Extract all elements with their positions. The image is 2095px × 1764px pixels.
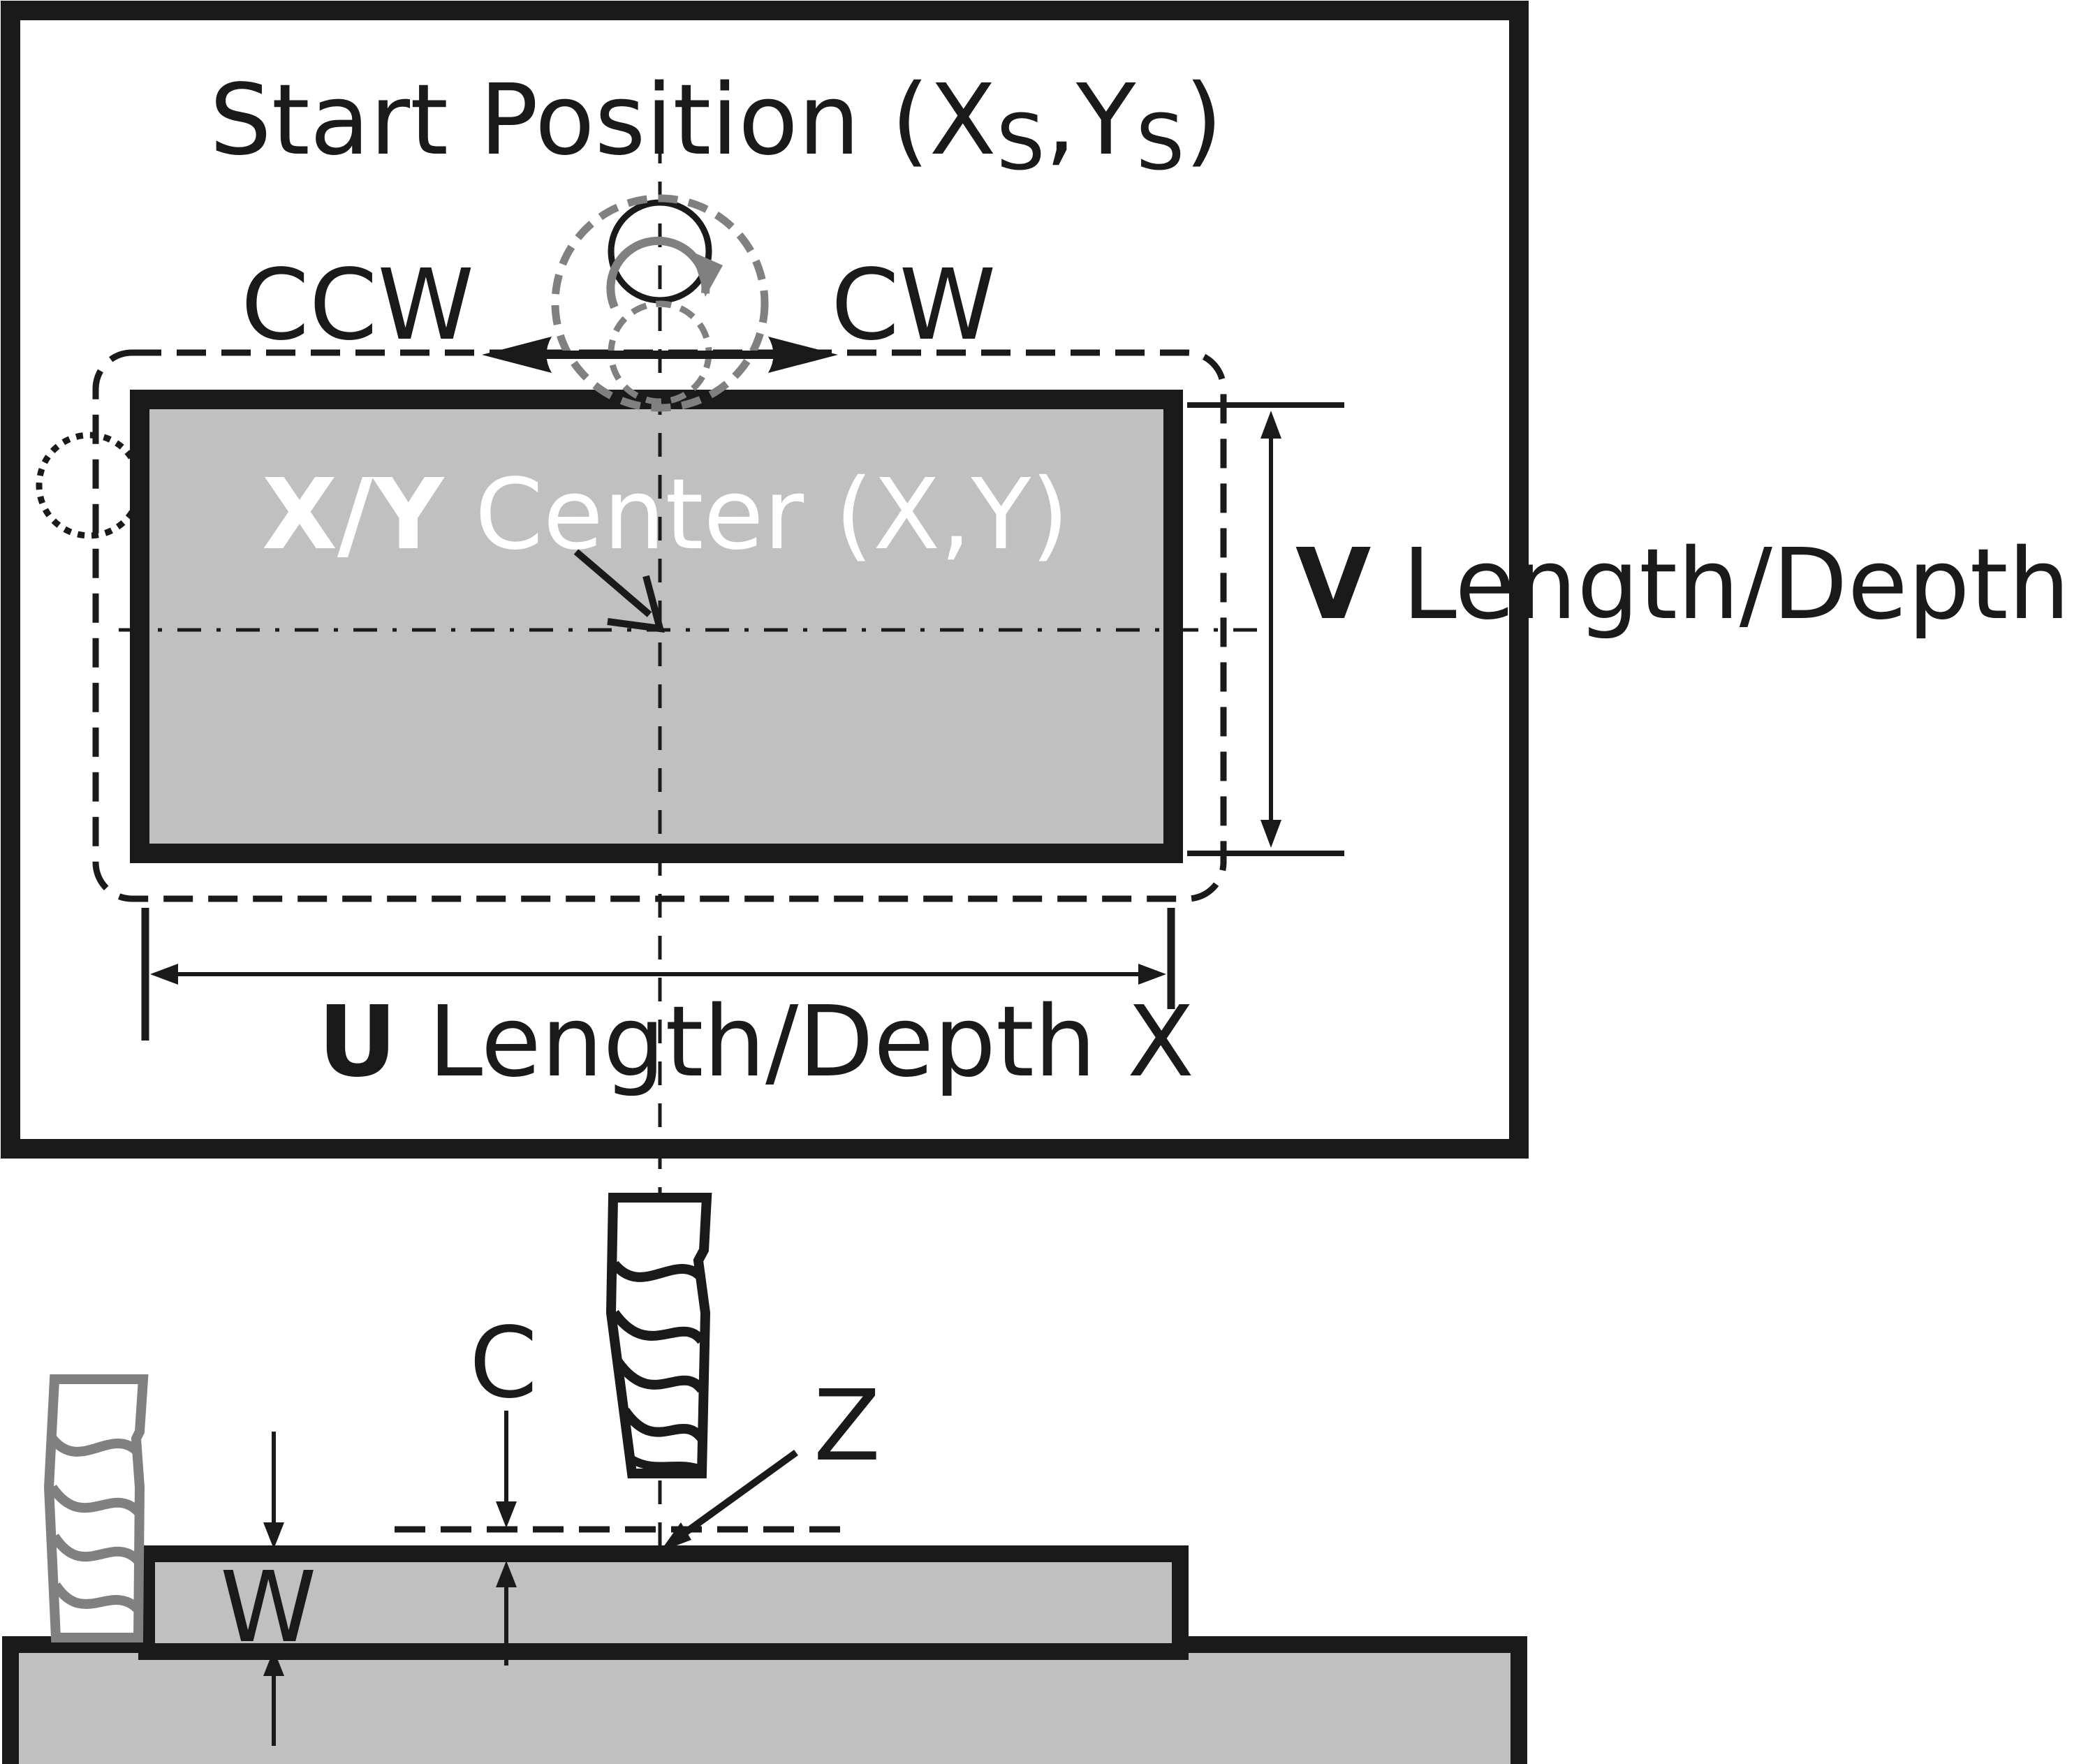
start-tool-ghost-circle <box>551 194 769 412</box>
start-tool-circle <box>608 199 712 304</box>
u-length-label: U Length/Depth X <box>318 985 1194 1099</box>
z-label: Z <box>814 1369 881 1483</box>
cw-arrow <box>660 337 838 373</box>
w-label: W <box>220 1551 316 1665</box>
c-label: C <box>469 1307 538 1420</box>
end-mill-icon <box>605 1193 712 1478</box>
ccw-arrow <box>482 337 660 373</box>
v-dimension <box>1187 402 1344 856</box>
c-dimension <box>496 1411 517 1666</box>
w-dimension <box>263 1432 284 1746</box>
cw-label: CW <box>831 249 996 362</box>
end-mill-ghost-icon <box>43 1374 149 1642</box>
start-position-label: Start Position (XS,YS) <box>210 64 1223 187</box>
v-length-label: V Length/Depth Y <box>1295 528 2095 642</box>
pocket-stock <box>138 1545 1189 1660</box>
u-dimension <box>141 908 1175 1041</box>
rotation-arrowhead-icon <box>691 251 723 297</box>
side-view: C Z W <box>2 1193 1527 1764</box>
center-label: X/Y Center (X,Y) <box>262 458 1069 572</box>
ccw-label: CCW <box>241 249 474 362</box>
z-pointer-arrow <box>660 1449 798 1552</box>
side-tool-dotted-circle <box>36 432 143 539</box>
center-pointer-arrow <box>573 549 665 633</box>
